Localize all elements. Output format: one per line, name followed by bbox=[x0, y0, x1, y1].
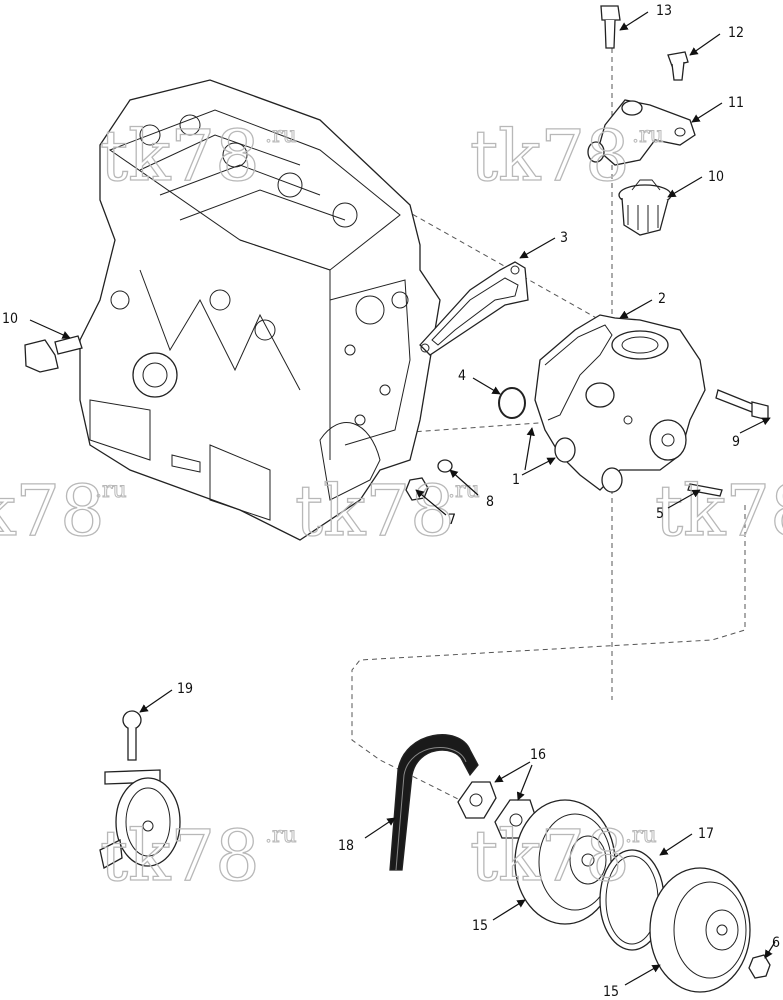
callout-9: 9 bbox=[732, 434, 740, 450]
callout-2: 2 bbox=[658, 291, 666, 307]
callout-3: 3 bbox=[560, 230, 568, 246]
callout-15-upper: 15 bbox=[472, 918, 488, 934]
callout-8: 8 bbox=[486, 494, 494, 510]
svg-text:.ru: .ru bbox=[632, 123, 664, 148]
callout-15-lower: 15 bbox=[603, 984, 619, 1000]
part-12-thermostat-housing bbox=[587, 99, 696, 166]
callout-16: 16 bbox=[530, 747, 546, 763]
callout-14: 13 bbox=[656, 3, 672, 19]
part-19-tension-tool bbox=[99, 710, 181, 869]
callout-12: 11 bbox=[728, 95, 744, 111]
part-6-nut bbox=[748, 954, 771, 979]
callout-5: 5 bbox=[656, 506, 664, 522]
part-10-sensor bbox=[24, 335, 83, 373]
callout-7: 7 bbox=[448, 512, 456, 528]
part-3-gasket bbox=[419, 261, 529, 356]
callout-13: 12 bbox=[728, 25, 744, 41]
svg-text:tk78: tk78 bbox=[100, 115, 260, 197]
svg-text:tk78: tk78 bbox=[100, 815, 260, 897]
callout-11: 10 bbox=[708, 169, 724, 185]
part-2-water-pump-housing bbox=[534, 314, 706, 493]
part-13-bolt bbox=[667, 51, 689, 81]
svg-text:.ru: .ru bbox=[95, 478, 127, 503]
part-4-o-ring bbox=[498, 387, 526, 419]
part-14-bolt bbox=[600, 5, 621, 49]
svg-text:.ru: .ru bbox=[265, 123, 297, 148]
callout-18: 18 bbox=[338, 838, 354, 854]
callout-17: 17 bbox=[698, 826, 714, 842]
callout-4: 4 bbox=[458, 368, 466, 384]
callout-leaders bbox=[29, 11, 776, 986]
watermarks: tk78 .ru tk78 .ru tk78 .ru tk78 .ru tk78… bbox=[0, 114, 783, 897]
svg-text:.ru: .ru bbox=[265, 823, 297, 848]
svg-text:tk78: tk78 bbox=[470, 115, 630, 197]
svg-text:tk78: tk78 bbox=[295, 470, 455, 552]
svg-text:tk78: tk78 bbox=[0, 470, 105, 552]
callout-10: 10 bbox=[2, 311, 18, 327]
svg-text:tk78: tk78 bbox=[655, 470, 783, 552]
callout-1: 1 bbox=[512, 472, 520, 488]
part-5-stud bbox=[687, 483, 723, 497]
part-17-ring bbox=[599, 849, 665, 951]
part-9-bolt bbox=[715, 389, 769, 421]
part-18-belt bbox=[389, 734, 479, 871]
part-8-washer bbox=[437, 459, 453, 473]
part-15-pulley-lower bbox=[649, 867, 751, 993]
callout-6: 6 bbox=[772, 935, 780, 951]
engine-block bbox=[79, 79, 441, 541]
part-11-thermostat bbox=[618, 179, 672, 236]
callout-19: 19 bbox=[177, 681, 193, 697]
svg-text:tk78: tk78 bbox=[470, 815, 630, 897]
svg-text:.ru: .ru bbox=[625, 823, 657, 848]
callout-labels: 13 12 11 10 3 2 4 10 9 1 5 8 7 18 16 17 … bbox=[2, 3, 780, 1000]
part-15-pulley-upper bbox=[514, 799, 616, 925]
